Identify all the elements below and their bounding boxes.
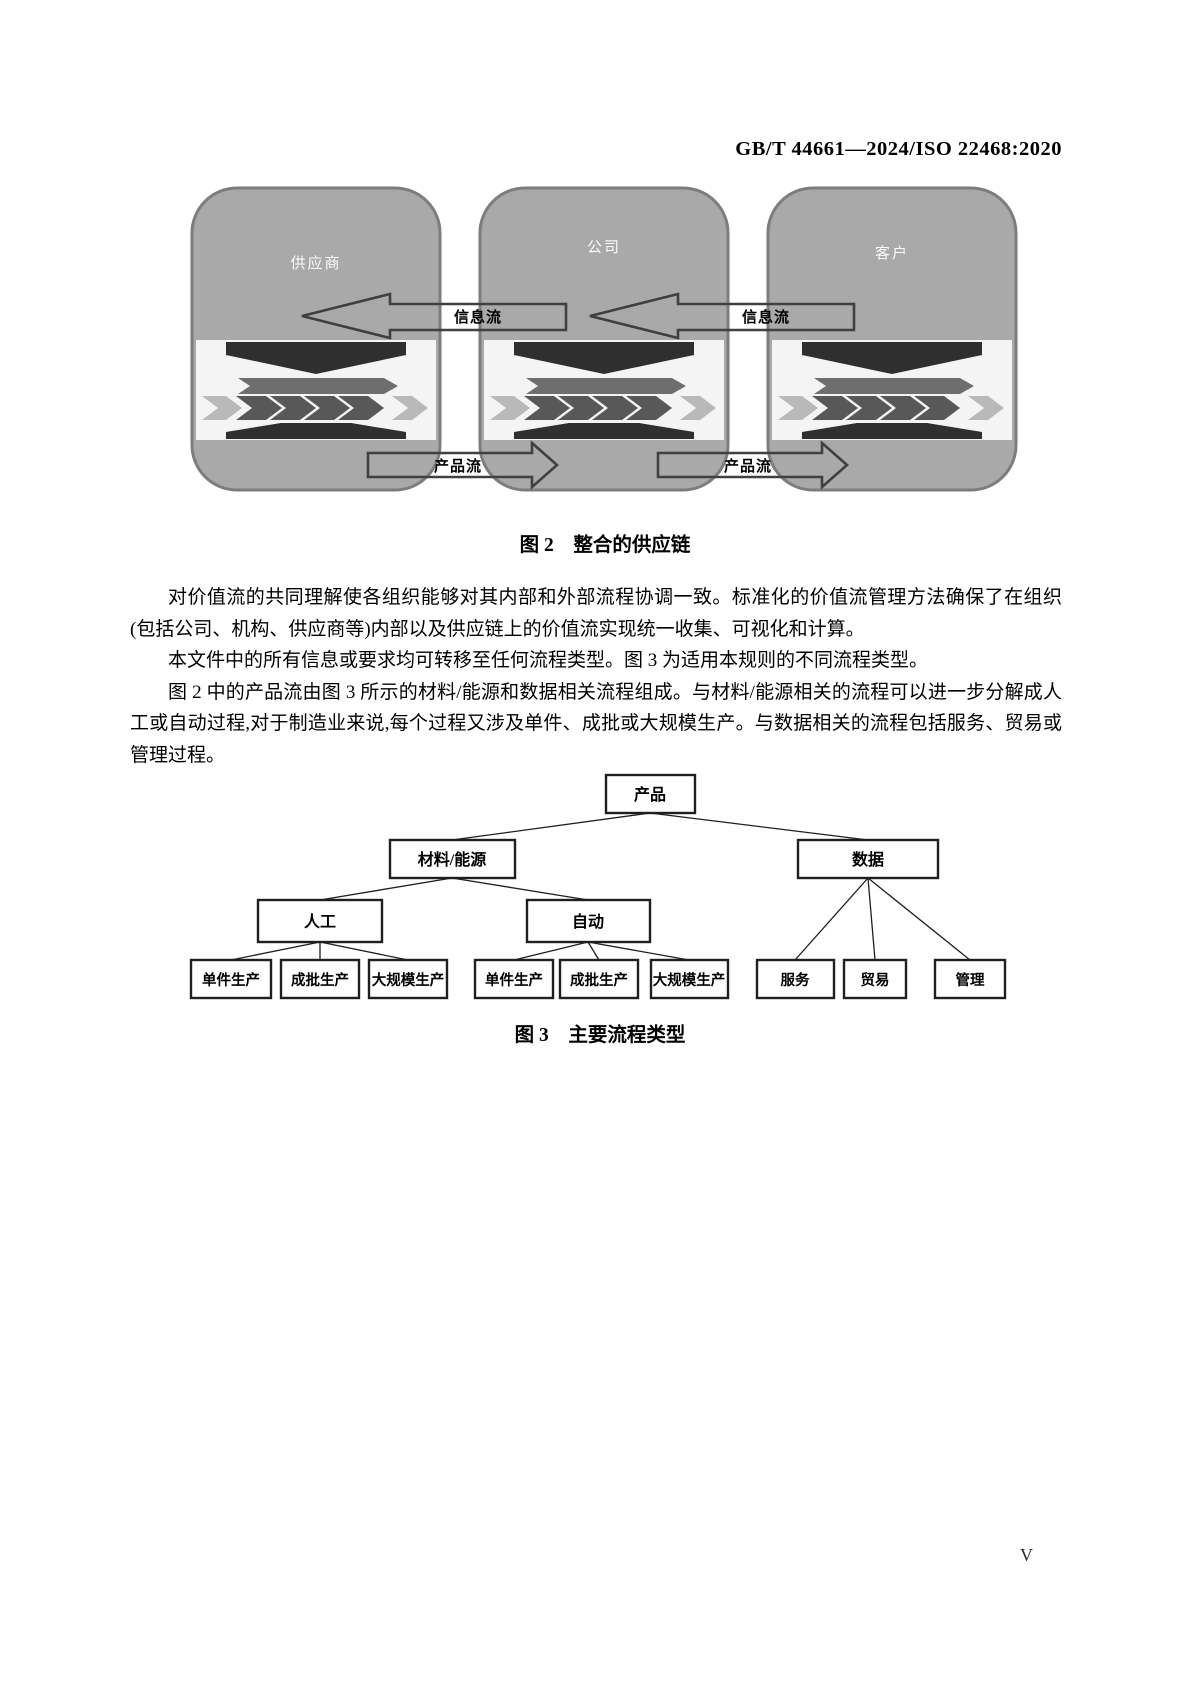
product-flow-label-2: 产品流	[724, 457, 772, 475]
figure3-caption-number: 图 3	[514, 1025, 549, 1046]
svg-text:成批生产: 成批生产	[291, 971, 349, 989]
figure2-supply-chain-diagram: 供应商 公司 客户 信息流 信息流	[190, 186, 1020, 496]
information-flow-label-1: 信息流	[454, 308, 502, 326]
figure3-caption: 图 3 主要流程类型	[185, 1018, 1015, 1047]
product-flow-label-1: 产品流	[434, 457, 482, 475]
paragraph-2: 本文件中的所有信息或要求均可转移至任何流程类型。图 3 为适用本规则的不同流程类…	[168, 650, 929, 671]
svg-text:大规模生产: 大规模生产	[653, 971, 726, 989]
figure2-caption: 图 2 整合的供应链	[190, 528, 1020, 557]
svg-text:贸易: 贸易	[861, 971, 890, 989]
figure3-caption-title: 主要流程类型	[568, 1025, 686, 1046]
product-flow-arrow-2: 产品流	[656, 440, 849, 490]
tree-node-manual-mass: 大规模生产	[367, 958, 449, 1000]
tree-node-data-management: 管理	[933, 958, 1007, 1000]
figure2-caption-title: 整合的供应链	[573, 535, 691, 556]
customer-box: 客户	[766, 186, 1018, 492]
product-flow-arrow-1: 产品流	[366, 440, 559, 490]
svg-text:产品: 产品	[634, 785, 666, 804]
tree-node-material-energy: 材料/能源	[388, 838, 517, 880]
paragraph-3: 图 2 中的产品流由图 3 所示的材料/能源和数据相关流程组成。与材料/能源相关…	[130, 681, 1062, 766]
figure3-process-type-tree: 产品 材料/能源 数据 人工 自动	[185, 770, 1015, 1005]
supplier-box: 供应商	[190, 186, 442, 492]
paragraph-1: 对价值流的共同理解使各组织能够对其内部和外部流程协调一致。标准化的价值流管理方法…	[130, 587, 1062, 640]
customer-label: 客户	[875, 245, 909, 262]
tree-node-data: 数据	[796, 838, 940, 880]
svg-text:大规模生产: 大规模生产	[372, 971, 445, 989]
body-text: 对价值流的共同理解使各组织能够对其内部和外部流程协调一致。标准化的价值流管理方法…	[130, 582, 1062, 771]
information-flow-arrow-1: 信息流	[301, 292, 568, 340]
svg-text:人工: 人工	[304, 913, 336, 931]
tree-node-automatic: 自动	[525, 898, 652, 944]
information-flow-label-2: 信息流	[742, 308, 790, 326]
information-flow-arrow-2: 信息流	[589, 292, 856, 340]
tree-node-data-trade: 贸易	[842, 958, 908, 1000]
tree-node-automatic-batch: 成批生产	[558, 958, 640, 1000]
svg-text:服务: 服务	[781, 971, 810, 989]
figure2-svg: 供应商 公司 客户 信息流 信息流	[190, 186, 1018, 492]
standard-number-header: GB/T 44661—2024/ISO 22468:2020	[735, 138, 1062, 160]
svg-text:单件生产: 单件生产	[485, 971, 543, 989]
svg-text:数据: 数据	[852, 850, 884, 869]
supplier-label: 供应商	[290, 254, 341, 272]
svg-text:单件生产: 单件生产	[202, 971, 260, 989]
tree-node-manual-single: 单件生产	[189, 958, 273, 1000]
tree-node-manual: 人工	[256, 898, 384, 944]
tree-node-manual-batch: 成批生产	[279, 958, 361, 1000]
tree-node-automatic-mass: 大规模生产	[649, 958, 730, 1000]
tree-node-product: 产品	[604, 773, 697, 815]
tree-connectors	[230, 812, 971, 961]
company-label: 公司	[587, 240, 621, 256]
tree-node-automatic-single: 单件生产	[473, 958, 555, 1000]
tree-node-data-service: 服务	[755, 958, 836, 1000]
company-box: 公司	[478, 186, 730, 492]
svg-text:成批生产: 成批生产	[570, 971, 628, 989]
page-number: V	[1020, 1545, 1033, 1565]
figure2-caption-number: 图 2	[519, 535, 554, 556]
svg-text:材料/能源: 材料/能源	[418, 850, 486, 869]
svg-text:管理: 管理	[956, 971, 985, 989]
svg-text:自动: 自动	[572, 912, 604, 931]
figure3-svg: 产品 材料/能源 数据 人工 自动	[189, 773, 1007, 1000]
